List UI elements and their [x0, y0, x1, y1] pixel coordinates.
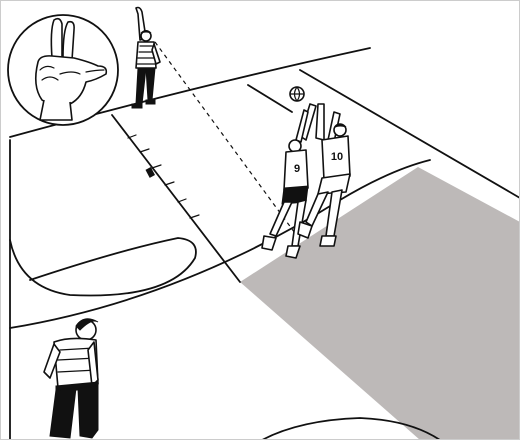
hand-signal-inset [8, 15, 118, 125]
referee-signalling [132, 8, 160, 109]
free-throw-lane-edge [112, 115, 240, 282]
referee-sightline [155, 42, 300, 240]
shooter-jersey-number: 9 [294, 163, 300, 175]
free-throw-circle [10, 238, 196, 296]
basketball-icon [290, 87, 304, 101]
defender-jersey-number: 10 [331, 151, 343, 163]
referee-trail [44, 319, 98, 438]
lane-line [248, 85, 292, 112]
lane-hash-marks [128, 135, 199, 218]
